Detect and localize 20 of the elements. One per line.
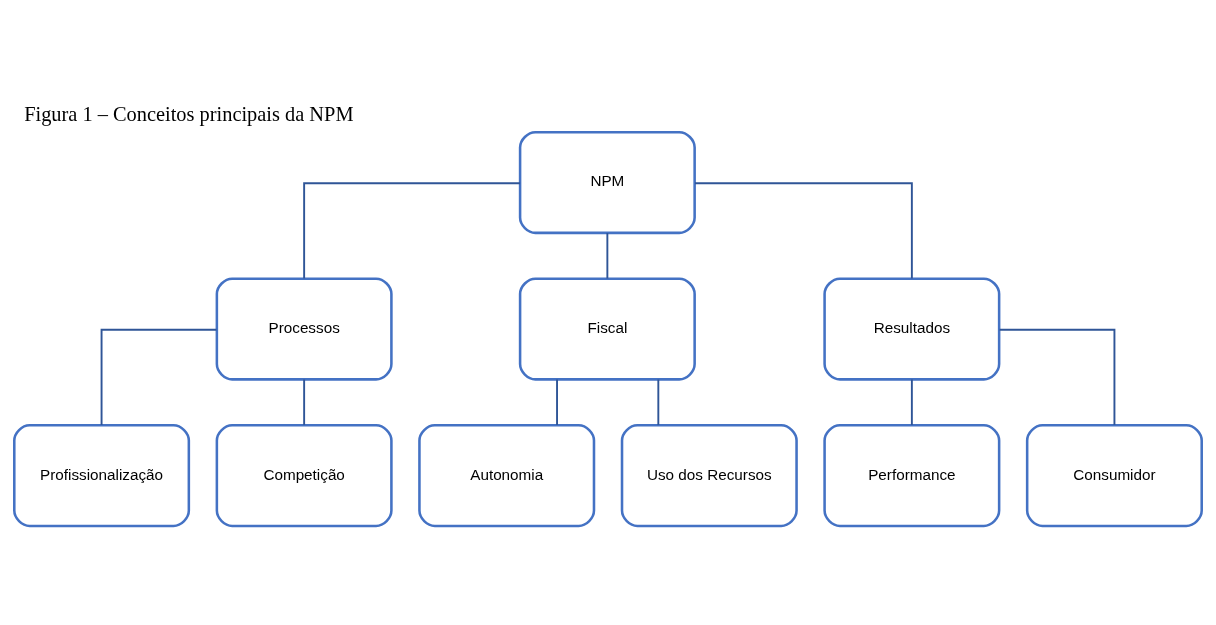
connector bbox=[606, 232, 609, 280]
node-box: Fiscal bbox=[518, 277, 696, 381]
connector bbox=[100, 328, 218, 426]
connector bbox=[657, 378, 660, 426]
node-box: Resultados bbox=[823, 277, 1001, 381]
connector bbox=[303, 378, 306, 426]
connector bbox=[694, 182, 913, 280]
node-box: Performance bbox=[823, 423, 1001, 528]
node-box: Competição bbox=[215, 423, 393, 528]
connector bbox=[303, 182, 521, 280]
node-box: NPM bbox=[518, 130, 696, 235]
node-box: Autonomia bbox=[418, 423, 596, 528]
connector bbox=[998, 328, 1116, 426]
node-box: Profissionalização bbox=[13, 423, 191, 528]
diagram-title: Figura 1 – Conceitos principais da NPM bbox=[24, 102, 354, 125]
node-box: Consumidor bbox=[1025, 423, 1203, 528]
node-box: Processos bbox=[215, 277, 393, 381]
node-box: Uso dos Recursos bbox=[620, 423, 798, 528]
connector bbox=[910, 378, 913, 426]
connector bbox=[556, 378, 558, 426]
